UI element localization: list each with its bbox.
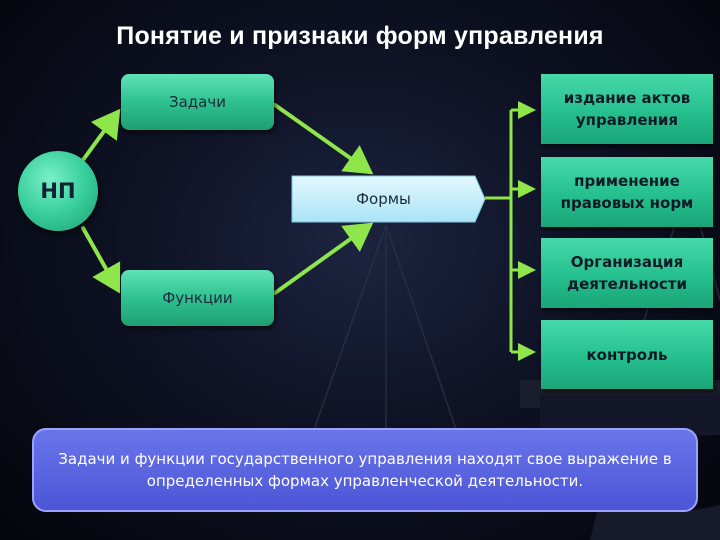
arrow-functions-to-forms xyxy=(273,222,374,295)
forms-node: Формы xyxy=(356,190,411,208)
functions-node: Функции xyxy=(121,270,274,326)
box-control: контроль xyxy=(541,320,713,389)
arrow-tasks-to-forms xyxy=(273,103,374,175)
arrow-np-to-tasks xyxy=(81,108,121,162)
arrow-np-to-functions xyxy=(81,226,121,294)
np-node: НП xyxy=(18,151,98,231)
box-organizing-activity: Организация деятельности xyxy=(541,238,713,308)
summary-note: Задачи и функции государственного управл… xyxy=(32,428,698,512)
tasks-node: Задачи xyxy=(121,74,274,130)
page-title: Понятие и признаки форм управления xyxy=(116,22,604,50)
box-applying-legal-norms: применение правовых норм xyxy=(541,157,713,227)
box-issuing-acts: издание актов управления xyxy=(541,74,713,144)
